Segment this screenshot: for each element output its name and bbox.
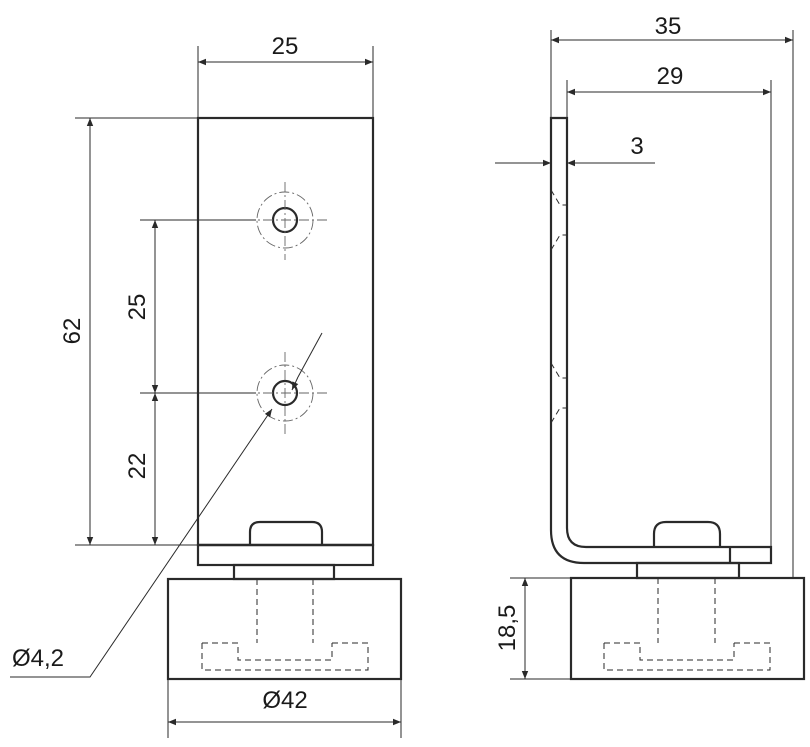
dim-leader-hole-diameter: [10, 408, 273, 678]
side-view: 35 29 3 18,5: [494, 13, 806, 681]
lower-hole: [245, 352, 330, 435]
side-bracket-profile: [549, 116, 773, 565]
front-neck: [232, 563, 336, 581]
side-neck: [635, 561, 741, 580]
front-view: 25 62 25 22 Ø4,2 Ø42: [10, 33, 403, 738]
side-hole-hidden: [550, 189, 568, 424]
dim-hole-spacing-label: 25: [124, 294, 151, 321]
front-screw-head: [248, 520, 324, 545]
dim-thickness-label: 3: [630, 133, 643, 160]
dim-hole-diameter-label: Ø4,2: [12, 645, 64, 672]
front-base-hidden: [201, 579, 369, 671]
dim-total-depth-label: 35: [655, 13, 682, 40]
side-base: [569, 576, 806, 681]
dim-base-diameter-label: Ø42: [262, 687, 307, 714]
dim-leader-hole-diameter-tail: [297, 332, 323, 378]
dim-hole-from-base-label: 22: [124, 453, 151, 480]
front-bracket-plate: [196, 116, 375, 547]
side-extension-lines: [510, 30, 794, 680]
side-screw-head: [652, 520, 722, 547]
dim-inner-depth-label: 29: [657, 63, 684, 90]
front-base: [166, 577, 403, 681]
dim-base-height-label: 18,5: [494, 605, 521, 652]
dim-width-label: 25: [272, 33, 299, 60]
front-foot-band: [196, 543, 375, 567]
side-base-hidden: [603, 578, 771, 671]
front-extension-lines: [75, 46, 402, 738]
upper-hole: [245, 182, 330, 260]
dim-height-label: 62: [59, 318, 86, 345]
